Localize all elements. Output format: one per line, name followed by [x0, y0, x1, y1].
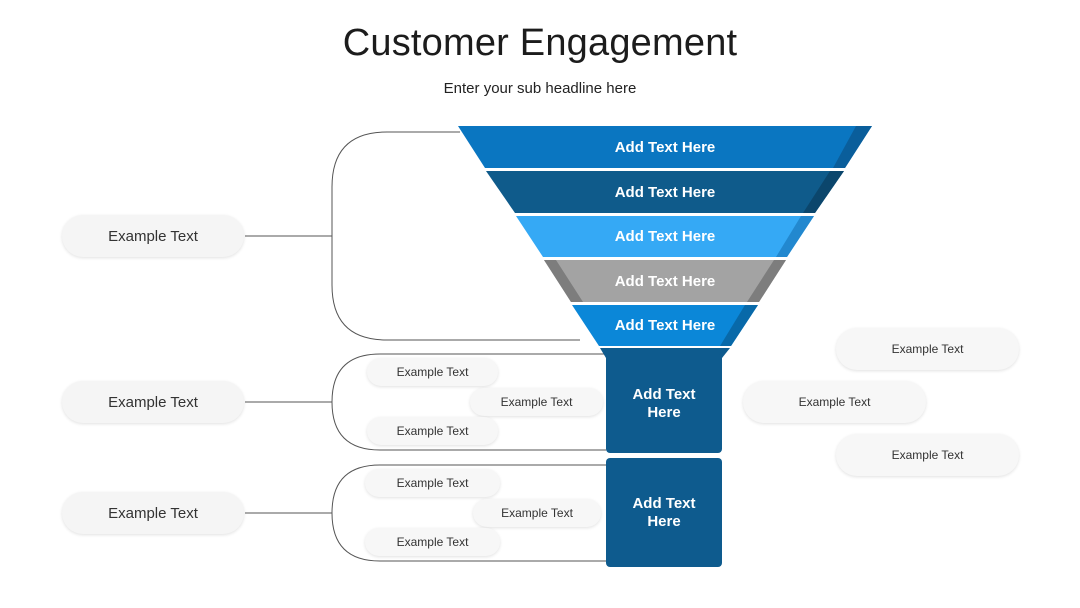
- funnel-box-2: Add Text Here: [606, 458, 722, 567]
- right-item-2: Example Text: [743, 381, 926, 423]
- group2-item-1: Example Text: [365, 469, 500, 497]
- page-title: Customer Engagement: [342, 22, 738, 64]
- funnel-band-5-shape: [572, 305, 758, 346]
- group1-item-1: Example Text: [367, 358, 498, 386]
- funnel-band-5: Add Text Here: [614, 317, 716, 334]
- funnel-band-3: Add Text Here: [614, 228, 716, 245]
- funnel-band-1-shape: [458, 126, 872, 168]
- funnel-band-5-edge: [720, 305, 758, 346]
- right-item-3: Example Text: [836, 434, 1019, 476]
- page-subtitle: Enter your sub headline here: [443, 80, 637, 97]
- group2-item-2: Example Text: [473, 499, 601, 527]
- group1-item-3: Example Text: [367, 417, 498, 445]
- funnel-band-4-edge: [544, 260, 583, 302]
- right-item-1: Example Text: [836, 328, 1019, 370]
- funnel-band-1-edge: [833, 126, 872, 168]
- funnel-band-2-shape: [486, 171, 844, 213]
- funnel-band-2-edge: [803, 171, 844, 213]
- left-label-1: Example Text: [62, 215, 244, 257]
- group2-item-3: Example Text: [365, 528, 500, 556]
- left-label-3: Example Text: [62, 492, 244, 534]
- funnel-band-4: Add Text Here: [614, 272, 716, 290]
- funnel-band-4-edge-right: [747, 260, 786, 302]
- funnel-box-2-label: Add Text Here: [632, 494, 696, 530]
- left-label-2: Example Text: [62, 381, 244, 423]
- funnel-box-1: Add Text Here: [606, 354, 722, 453]
- funnel-band-3-edge: [776, 216, 814, 257]
- funnel-band-3-shape: [516, 216, 814, 257]
- funnel-band-1: Add Text Here: [614, 138, 716, 156]
- funnel-band-4-shape: [544, 260, 786, 302]
- funnel-band-2: Add Text Here: [614, 183, 716, 201]
- funnel-box-1-label: Add Text Here: [632, 385, 696, 421]
- group1-item-2: Example Text: [470, 388, 603, 416]
